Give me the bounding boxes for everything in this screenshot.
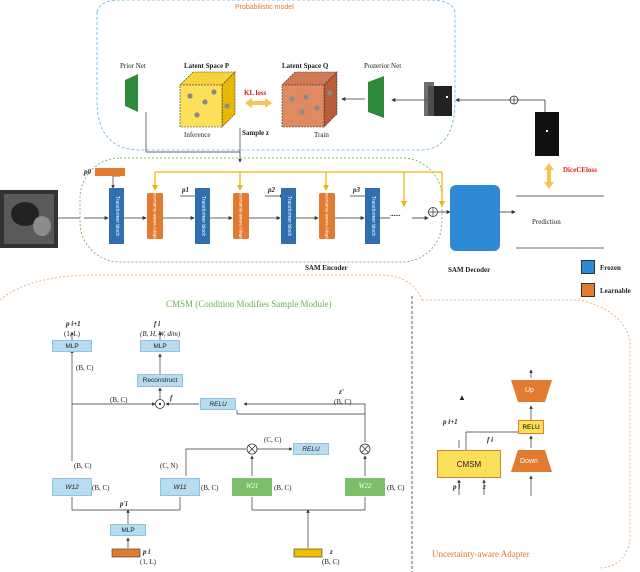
bc-label-2: (B, C) <box>110 396 128 404</box>
ground-truth-mask <box>535 112 559 156</box>
adapter-p-i1-label: p i+1 <box>443 418 458 426</box>
legend-learnable-swatch <box>581 283 595 297</box>
prediction-label: Prediction <box>532 218 561 226</box>
f-dim-label: (B, H, W, dim) <box>140 330 181 338</box>
p-i-token <box>111 548 141 558</box>
adapter-block-3: Uncertainty-aware Adapter <box>319 189 335 243</box>
adapter-block-2: Uncertainty-aware Adapter <box>233 189 249 243</box>
latent-space-p-cube <box>179 71 236 128</box>
adapter-title: Uncertainty-aware Adapter <box>432 549 530 559</box>
kl-double-arrow <box>245 98 272 108</box>
cc-label: (C, C) <box>264 436 282 444</box>
p-i-label: p i <box>143 548 151 556</box>
prior-net-shape <box>125 74 138 112</box>
posterior-net-label: Posterior Net <box>364 62 402 70</box>
w12-box: W12 <box>52 478 92 496</box>
down-label: Down <box>520 458 538 465</box>
sam-encoder-label: SAM Encoder <box>305 264 348 272</box>
sam-decoder-block <box>450 185 500 251</box>
adapter-relu-box: RELU <box>518 420 544 434</box>
cmsm-title: CMSM (Condition Modifies Sample Module) <box>166 299 332 309</box>
transformer-block-4: Transformer block <box>365 188 380 244</box>
dice-loss-label: DiceCEloss <box>563 166 597 174</box>
bc-w11-label: (B, C) <box>201 484 219 492</box>
mlp-output-p: MLP <box>52 340 92 352</box>
up-trapezoid <box>511 380 552 402</box>
train-label: Train <box>314 131 329 139</box>
down-trapezoid <box>511 450 552 472</box>
kl-loss-label: KL loss <box>244 89 267 97</box>
p-prime-label: p'i <box>120 500 128 508</box>
prob-model-title: Probabilistic model <box>235 4 294 11</box>
p-i1-dim-label: (1, L) <box>64 330 80 338</box>
bc-w12-label: (B, C) <box>92 484 110 492</box>
sam-decoder-label: SAM Decoder <box>448 266 491 274</box>
bc-label-3: (B, C) <box>334 398 352 406</box>
adapter-p-i-label: p i <box>453 483 461 491</box>
transformer-block-2: Transformer block <box>195 188 210 244</box>
latent-space-q-cube <box>281 71 338 128</box>
adapter-f-i-label: f i <box>487 436 494 444</box>
dice-loss-double-arrow <box>544 163 554 189</box>
bc-w21-label: (B, C) <box>274 484 292 492</box>
adapter-block-1: Uncertainty-aware Adapter <box>147 189 163 243</box>
ellipsis-label: ...... <box>390 210 401 218</box>
reconstruct-box: Reconstruct <box>137 374 183 387</box>
p0-label: p0 <box>84 168 91 176</box>
bc-label-4: (B, C) <box>74 462 92 470</box>
w21-box: W21 <box>232 478 272 496</box>
f-label: f <box>170 394 173 402</box>
latent-q-label: Latent Space Q <box>282 62 329 70</box>
prob-model-frame <box>96 12 456 151</box>
cmsm-frame <box>0 274 423 301</box>
legend-frozen-swatch <box>581 260 595 274</box>
mlp-output-f: MLP <box>140 340 180 352</box>
w22-box: W22 <box>345 478 385 496</box>
bc-w22-label: (B, C) <box>387 484 405 492</box>
p2-label: p2 <box>268 186 275 194</box>
bc-label-1: (B, C) <box>76 364 94 372</box>
adapter-frame <box>422 299 631 569</box>
relu-box-2: RELU <box>293 443 329 455</box>
adapter-z-label: z <box>483 483 486 491</box>
adapter-cmsm-box: CMSM <box>437 450 501 478</box>
p0-token <box>95 168 125 176</box>
adapter-marker: ▲ <box>458 393 466 402</box>
sam-encoder-frame <box>79 157 443 263</box>
p-i1-output-label: p i+1 <box>66 320 81 328</box>
inference-label: Inference <box>184 131 211 139</box>
relu-box-1: RELU <box>200 398 236 410</box>
transformer-block-3: Transformer block <box>281 188 296 244</box>
z-prime-label: z' <box>339 388 344 396</box>
up-label: Up <box>525 387 534 394</box>
legend-frozen-label: Frozen <box>600 264 621 272</box>
z-input-label: z <box>330 548 333 556</box>
p1-label: p1 <box>182 186 189 194</box>
legend-learnable-label: Learnable <box>600 287 631 295</box>
posterior-net-shape <box>368 76 384 118</box>
w11-box: W11 <box>160 478 200 496</box>
latent-p-label: Latent Space P <box>184 62 230 70</box>
p3-label: p3 <box>353 186 360 194</box>
mlp-input: MLP <box>110 524 146 536</box>
prior-net-label: Prior Net <box>120 62 146 70</box>
transformer-block-1: Transformer block <box>109 188 124 244</box>
sample-z-label: Sample z <box>242 129 270 137</box>
cn-label: (C, N) <box>160 462 178 470</box>
p-i-dim-label: (1, L) <box>140 558 156 566</box>
z-token <box>293 548 323 558</box>
z-dim-label: (B, C) <box>322 558 340 566</box>
f-i-output-label: f i <box>154 320 161 328</box>
